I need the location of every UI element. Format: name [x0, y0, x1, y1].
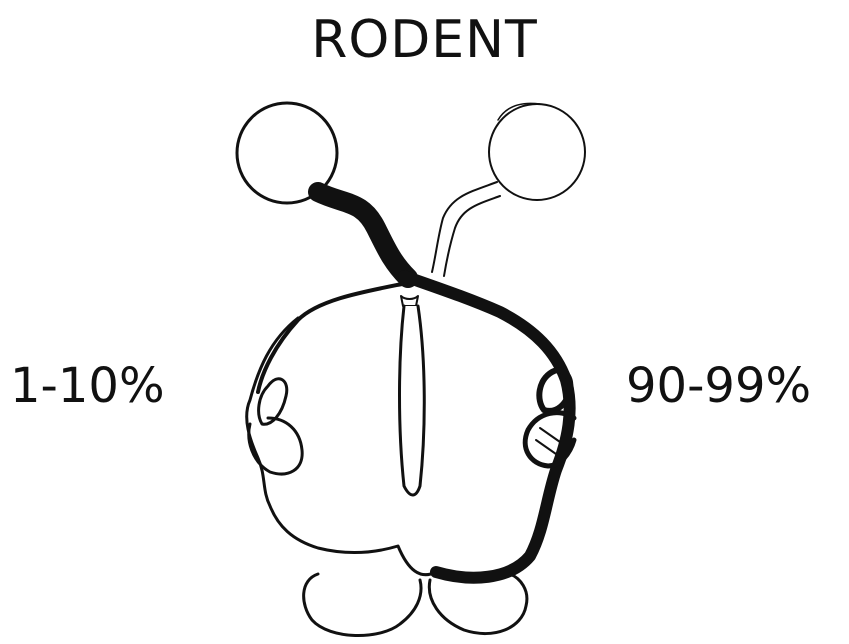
left-lateral-lobe — [249, 418, 302, 474]
right-lgn-fibers — [536, 428, 560, 454]
right-eye — [489, 104, 585, 200]
optic-chiasm — [401, 296, 418, 306]
midline-structure — [400, 306, 425, 495]
contralateral-optic-tract — [404, 276, 570, 578]
lower-left-lobe — [304, 574, 421, 636]
right-optic-nerve-outer — [432, 182, 497, 272]
right-optic-nerve-inner — [444, 196, 500, 276]
